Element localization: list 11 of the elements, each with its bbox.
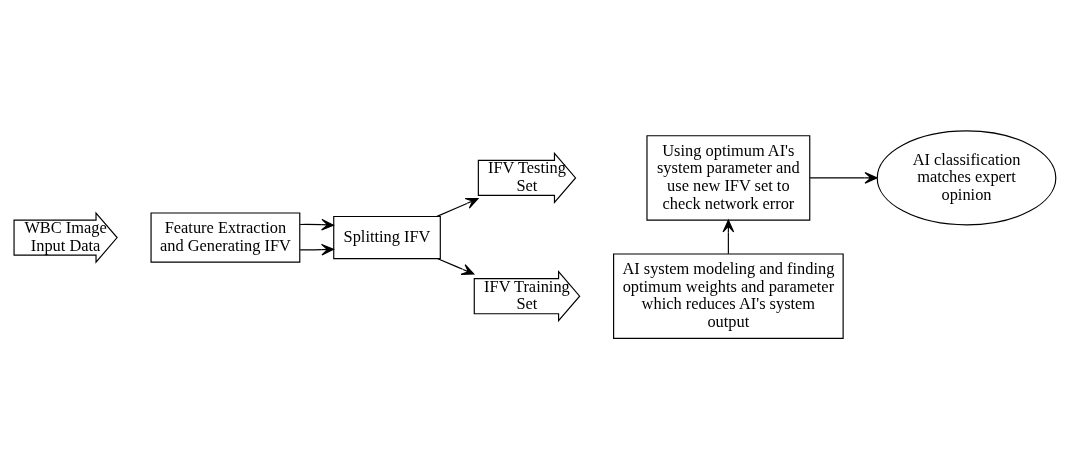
arrow xyxy=(436,197,479,217)
node-ellipse: AI classification matches expert opinion xyxy=(876,129,1057,225)
arrow xyxy=(809,171,878,184)
arrow xyxy=(299,243,335,256)
node-box: Splitting IFV xyxy=(333,215,441,259)
arrow xyxy=(299,218,335,230)
arrow xyxy=(722,219,735,254)
arrow xyxy=(437,257,475,275)
node-box: Feature Extraction and Generating IFV xyxy=(150,211,301,263)
node-box: AI system modeling and finding optimum weights and parameter which reduces AI's system output xyxy=(613,252,844,339)
node-box: Using optimum AI's system parameter and use new IFV set to check network error xyxy=(646,134,811,221)
